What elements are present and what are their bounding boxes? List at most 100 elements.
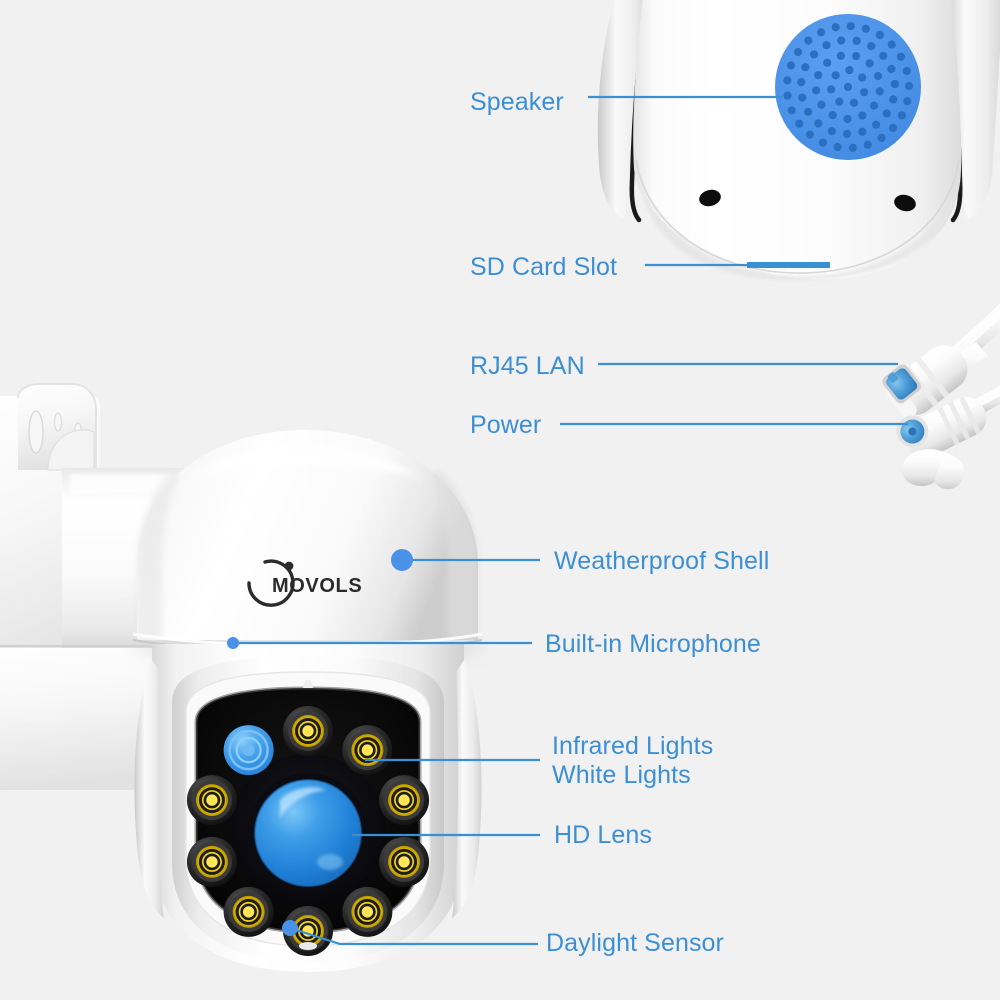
- speaker-hole: [852, 36, 861, 45]
- led-core: [364, 747, 371, 754]
- led-ring-2: [395, 791, 413, 809]
- speaker-hole: [874, 72, 883, 81]
- led-ring-2: [299, 722, 317, 740]
- rear-screw-hole-right: [894, 194, 916, 212]
- callout-label-built-in-microphone: Built-in Microphone: [545, 630, 761, 658]
- hd-lens: [248, 773, 368, 893]
- speaker-hole: [831, 23, 840, 32]
- bracket-hole-small-1: [53, 412, 63, 432]
- lens-rim: [254, 779, 362, 887]
- marker-built-in-microphone: [227, 637, 239, 649]
- callout-label-speaker: Speaker: [470, 88, 564, 116]
- dome-left-shade: [137, 470, 180, 640]
- bezel-bottom-nub: [299, 942, 317, 950]
- led-ring-2: [240, 903, 257, 921]
- speaker-hole: [875, 87, 884, 96]
- callout-label-weatherproof-shell: Weatherproof Shell: [554, 547, 770, 575]
- power-ring-1: [937, 406, 960, 446]
- rear-screw-hole-left: [699, 189, 721, 207]
- led-core: [305, 728, 311, 735]
- logo-ring-arc: [247, 559, 295, 607]
- speaker-hole: [831, 71, 840, 80]
- infrared-led: [283, 905, 333, 956]
- dome-shell: [137, 430, 478, 640]
- speaker-hole: [787, 106, 796, 115]
- rj45-tab: [887, 372, 899, 383]
- speaker-hole: [837, 36, 846, 45]
- speaker-hole: [827, 85, 836, 94]
- speaker-hole: [858, 111, 867, 120]
- speaker-hole: [814, 119, 823, 128]
- led-ring-1: [228, 729, 269, 771]
- led-ring-1: [198, 848, 225, 875]
- speaker-hole: [867, 42, 876, 51]
- led-core: [208, 797, 215, 804]
- speaker-hole: [875, 30, 884, 40]
- power-strap-tail: [934, 452, 964, 490]
- speaker-hole: [798, 93, 807, 102]
- rj45-lan-cable: [882, 303, 1000, 419]
- speaker-hole: [817, 100, 826, 109]
- camera-front-view: MOVOLS: [132, 430, 484, 972]
- power-ring-3: [959, 396, 982, 435]
- speaker-hole: [805, 130, 815, 139]
- speaker-hole: [836, 51, 845, 60]
- speaker-hole: [904, 81, 914, 91]
- speaker-hole: [828, 111, 837, 120]
- body-right-wing: [452, 660, 482, 918]
- speaker-hole: [793, 47, 803, 57]
- speaker-hole: [902, 66, 911, 75]
- speaker-hole: [783, 91, 792, 100]
- led-ring-1: [354, 737, 381, 764]
- led-ring-1: [198, 787, 225, 814]
- led-ring-1: [354, 898, 381, 925]
- led-core: [401, 858, 408, 865]
- speaker-hole: [843, 114, 852, 124]
- power-strap-loop: [902, 449, 945, 486]
- power-jack-pin: [908, 427, 917, 436]
- speaker-grille: [775, 14, 921, 160]
- infrared-led: [283, 706, 333, 757]
- speaker-hole: [783, 76, 792, 85]
- speaker-hole: [852, 51, 861, 61]
- speaker-hole: [846, 21, 855, 31]
- led-core: [208, 858, 215, 865]
- bracket-cable-arch: [47, 429, 95, 471]
- speaker-hole: [812, 86, 821, 95]
- marker-weatherproof-shell: [391, 549, 413, 571]
- speaker-hole: [848, 143, 857, 152]
- led-ring-1: [295, 718, 321, 745]
- logo-wordmark: MOVOLS: [272, 575, 362, 597]
- callout-label-rj45-lan: RJ45 LAN: [470, 352, 585, 380]
- speaker-hole: [827, 127, 836, 136]
- speaker-hole: [858, 127, 867, 136]
- speaker-hole: [795, 119, 804, 128]
- speaker-hole: [887, 64, 896, 74]
- speaker-hole: [877, 133, 886, 143]
- speaker-hole: [797, 78, 806, 87]
- speaker-hole: [903, 97, 912, 106]
- speaker-hole: [882, 109, 891, 118]
- body-left-wing: [134, 660, 164, 918]
- rear-bottom-edge: [635, 159, 960, 274]
- infrared-led: [379, 836, 430, 887]
- callout-label-daylight-sensor: Daylight Sensor: [546, 929, 724, 957]
- callout-label-infrared-lights: Infrared Lights: [552, 732, 714, 760]
- speaker-hole: [890, 79, 900, 89]
- led-ring-1: [391, 848, 418, 875]
- speaker-perforations: [783, 21, 914, 152]
- rear-left-wing: [597, 0, 646, 218]
- callout-label-hd-lens: HD Lens: [554, 821, 652, 849]
- callout-label-sd-card-slot: SD Card Slot: [470, 253, 618, 281]
- speaker-hole: [817, 28, 826, 37]
- speaker-hole: [835, 97, 844, 106]
- callout-leaders: [227, 95, 908, 946]
- bezel-top-nub: [303, 680, 313, 688]
- led-ring: [186, 706, 430, 956]
- led-ring-2: [359, 741, 376, 759]
- logo-orbit-dot: [284, 561, 294, 571]
- power-ring-2: [948, 401, 971, 440]
- speaker-hole: [809, 50, 819, 59]
- infrared-led: [223, 886, 274, 937]
- led-ring-2: [395, 853, 413, 871]
